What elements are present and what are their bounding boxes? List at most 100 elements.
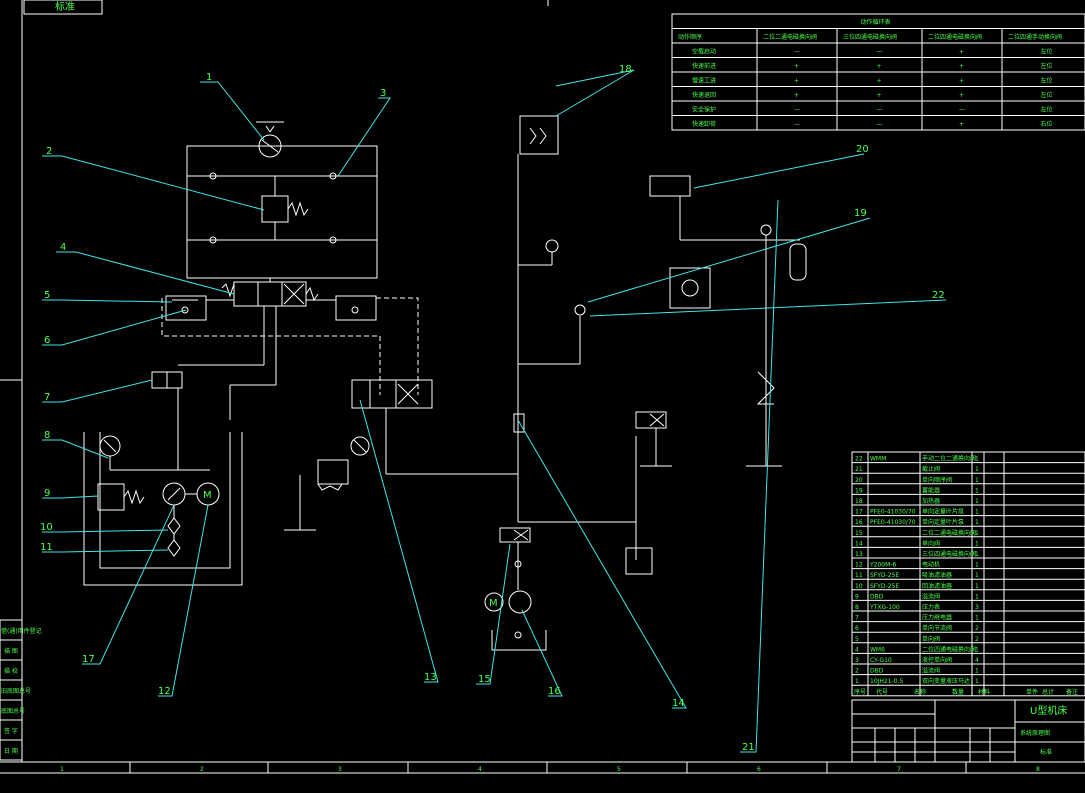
callout-leaders	[42, 69, 947, 753]
action-table-cell: —	[877, 121, 883, 128]
action-table-title: 动作循环表	[861, 18, 891, 26]
parts-footer-header: 数量	[952, 688, 964, 696]
parts-row-qty: 2	[975, 636, 979, 643]
action-table-cell: 左位	[1041, 106, 1053, 114]
parts-row-code: PFE0-41030/70	[870, 519, 916, 526]
parts-footer-header: 序号	[854, 688, 866, 696]
parts-row-name: 回油滤油器	[922, 582, 952, 590]
zone-number: 2	[200, 766, 204, 773]
parts-row-number: 16	[855, 519, 863, 526]
left-strip: 借(通)用件登记 描 图 描 校 旧底图总号 底图总号 签 字 日 期	[0, 619, 42, 761]
callout-number: 7	[44, 392, 50, 403]
action-table-cell: +	[794, 63, 799, 70]
parts-row-code: DBD	[870, 593, 884, 600]
parts-row-code: CY-G10	[870, 657, 892, 664]
parts-row-name: 吸油滤油器	[922, 571, 952, 579]
parts-row-number: 13	[855, 551, 863, 558]
callout-number: 22	[932, 290, 945, 301]
zone-number: 1	[60, 766, 64, 773]
svg-text:M: M	[203, 490, 212, 501]
callout-number: 18	[619, 64, 632, 75]
callout-number: 8	[44, 430, 50, 441]
callout-number: 11	[40, 542, 53, 553]
parts-row-qty: 3	[975, 604, 979, 611]
callout-number: 14	[672, 698, 685, 709]
parts-row-qty: 1	[975, 668, 979, 675]
parts-row-qty: 1	[975, 572, 979, 579]
action-table-cell: 左位	[1041, 91, 1053, 99]
parts-row-qty: 1	[975, 498, 979, 505]
parts-row-name: 二位二通电磁换向阀	[922, 529, 976, 537]
parts-row-number: 15	[855, 530, 863, 537]
strip-label: 签 字	[4, 727, 18, 735]
zone-number: 5	[617, 766, 621, 773]
action-table-cell: 快速前进	[692, 62, 716, 70]
zone-number: 8	[1036, 766, 1040, 773]
zone-number: 6	[757, 766, 761, 773]
parts-row-qty: 1	[975, 593, 979, 600]
action-table-cell: +	[877, 92, 882, 99]
callout-number: 17	[82, 654, 95, 665]
action-table-header: 三位四通电磁换向阀	[843, 33, 897, 41]
parts-footer-header: 代号	[876, 688, 888, 696]
parts-row-qty: 1	[975, 562, 979, 569]
parts-row-qty: 1	[975, 509, 979, 516]
parts-row-name: 蓄能器	[922, 486, 940, 494]
parts-row-name: 三位四通电磁换向阀	[922, 550, 976, 558]
parts-row-name: 单向定量叶片泵	[922, 518, 964, 526]
callout-number: 15	[478, 674, 491, 685]
parts-footer-header: 总计	[1042, 688, 1054, 696]
left-hydraulic-circuit: M	[83, 121, 419, 586]
action-table-cell: —	[877, 49, 883, 56]
parts-row-number: 10	[855, 583, 863, 590]
action-table-header: 二位二通电磁换向阀	[763, 33, 817, 41]
parts-row-name: 电动机	[922, 561, 940, 569]
action-table-cell: 快速卸荷	[692, 120, 716, 128]
callout-number: 2	[46, 146, 52, 157]
parts-row-code: DBD	[870, 668, 884, 675]
callout-number: 6	[44, 335, 50, 346]
parts-row-code: SFYD-25E	[870, 583, 899, 590]
action-table-cell: 安全保护	[692, 106, 716, 114]
parts-row-name: 二位四通电磁换向阀	[922, 645, 976, 653]
parts-row-number: 17	[855, 509, 863, 516]
strip-label: 描 校	[4, 667, 18, 675]
action-table-cell: +	[877, 63, 882, 70]
callout-number: 21	[742, 742, 755, 753]
callout-number: 13	[424, 672, 437, 683]
parts-row-qty: 1	[975, 615, 979, 622]
parts-row-name: 手动二位二通换向阀	[922, 455, 976, 463]
parts-row-number: 18	[855, 498, 863, 505]
parts-row-number: 22	[855, 456, 863, 463]
strip-label: 借(通)用件登记	[1, 627, 42, 635]
parts-row-number: 20	[855, 477, 863, 484]
parts-row-qty: 2	[975, 625, 979, 632]
parts-row-number: 3	[855, 657, 859, 664]
title-stamp: 标准	[1040, 748, 1052, 756]
action-table-cell: 快速退回	[692, 91, 716, 99]
top-left-stamp: 标准	[55, 1, 75, 13]
parts-row-name: 压力继电器	[922, 614, 952, 622]
relief-valve-2	[261, 195, 289, 223]
parts-row-qty: 4	[975, 657, 979, 664]
callout-number: 19	[854, 208, 867, 219]
parts-row-name: 单向定量叶片泵	[922, 508, 964, 516]
parts-row-number: 7	[855, 615, 859, 622]
parts-row-qty: 1	[975, 456, 979, 463]
parts-row-qty: 1	[975, 540, 979, 547]
action-table-cell: —	[794, 121, 800, 128]
action-table-header: 动作顺序	[678, 33, 702, 41]
callout-number: 9	[44, 488, 50, 499]
action-table-header: 二位四通电磁换向阀	[928, 33, 982, 41]
zone-number: 4	[478, 766, 482, 773]
parts-row-number: 4	[855, 646, 859, 653]
parts-footer-header: 材料	[978, 688, 990, 696]
parts-row-code: WM6	[870, 646, 885, 653]
action-table-cell: 空载启动	[692, 48, 716, 56]
action-cycle-table: 动作循环表动作顺序二位二通电磁换向阀三位四通电磁换向阀二位四通电磁换向阀二位四通…	[671, 13, 1085, 131]
strip-label: 底图总号	[1, 707, 25, 715]
parts-row-qty: 1	[975, 646, 979, 653]
parts-row-name: 双向变量液压马达	[922, 677, 970, 685]
